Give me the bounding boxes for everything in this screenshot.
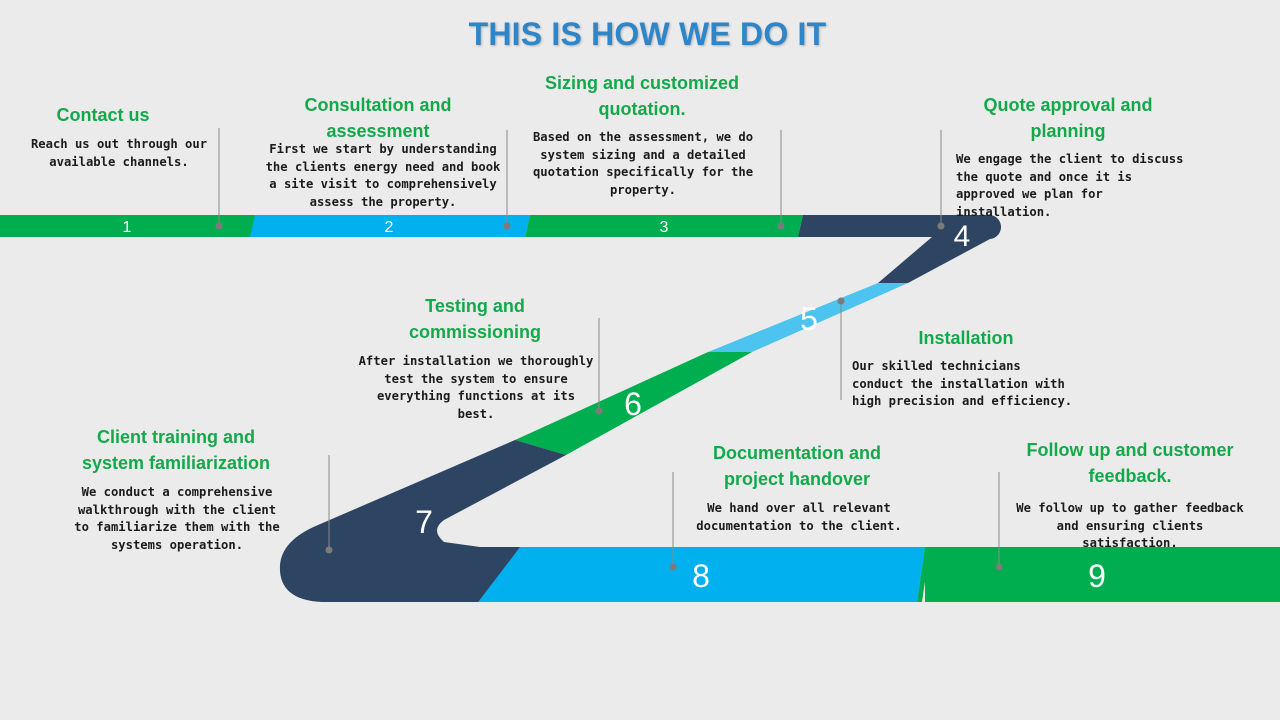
road-segment-8 [465,547,925,602]
step-title-2: Consultation and assessment [304,95,452,141]
road-segment-1 [0,215,255,237]
step-desc-5: Our skilled technicians conduct the inst… [852,359,1073,408]
step-desc-9: We follow up to gather feedback and ensu… [1016,501,1244,550]
road-segment-9-edge [917,547,930,602]
step-title-9: Follow up and customer feedback. [1026,440,1234,486]
step-title-3: Sizing and customized quotation. [544,73,740,119]
step-desc-3: Based on the assessment, we do system si… [532,130,754,197]
step-number-9: 9 [1088,558,1106,594]
step-desc-8: We hand over all relevant documentation … [696,501,902,533]
step-title-4: Quote approval and planning [983,95,1153,141]
step-desc-1: Reach us out through our available chann… [30,137,208,169]
road-segment-5 [708,283,908,352]
step-number-5: 5 [800,301,818,337]
road-segment-9 [925,547,1280,602]
road-segment-8b [444,547,520,602]
step-number-7: 7 [415,504,433,540]
step-number-2: 2 [385,219,394,236]
road-segment-2 [250,215,530,237]
step-title-8: Documentation and project handover [712,443,881,489]
page-title: THIS IS HOW WE DO IT [468,16,827,52]
step-desc-4: We engage the client to discuss the quot… [956,152,1184,219]
step-number-6: 6 [624,386,642,422]
road-segment-3 [525,215,803,237]
step-desc-7: We conduct a comprehensive walkthrough w… [74,485,280,552]
step-number-4: 4 [954,220,971,253]
step-title-6: Testing and commissioning [408,296,542,342]
road-segment-6 [515,352,752,455]
step-desc-6: After installation we thoroughly test th… [358,354,594,421]
step-title-5: Installation [918,328,1014,348]
step-title-1: Contact us [56,105,150,125]
step-desc-2: First we start by understanding the clie… [265,142,501,209]
step-title-7: Client training and system familiarizati… [81,427,271,473]
step-number-3: 3 [660,219,669,236]
road-segment-4 [798,214,1002,283]
step-number-1: 1 [123,219,132,236]
step-number-8: 8 [692,558,710,594]
